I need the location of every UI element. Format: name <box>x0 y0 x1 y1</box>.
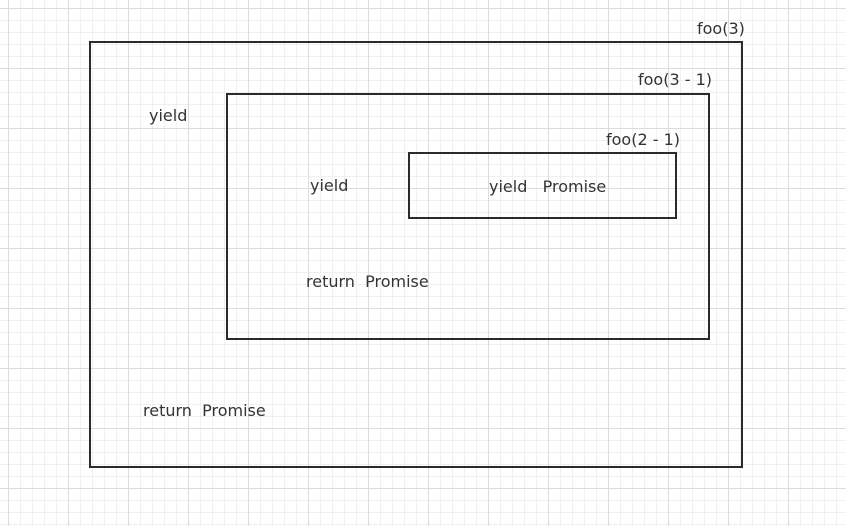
middle-return-label: return Promise <box>306 272 429 291</box>
middle-call-box <box>226 93 710 340</box>
middle-yield-label: yield <box>310 176 349 195</box>
inner-call-title: foo(2 - 1) <box>606 130 680 149</box>
inner-call-box <box>408 152 677 219</box>
middle-call-title: foo(3 - 1) <box>638 70 712 89</box>
outer-call-title: foo(3) <box>697 19 745 38</box>
outer-return-label: return Promise <box>143 401 266 420</box>
outer-yield-label: yield <box>149 106 188 125</box>
outer-call-box <box>89 41 743 468</box>
inner-body-label: yield Promise <box>489 177 607 196</box>
